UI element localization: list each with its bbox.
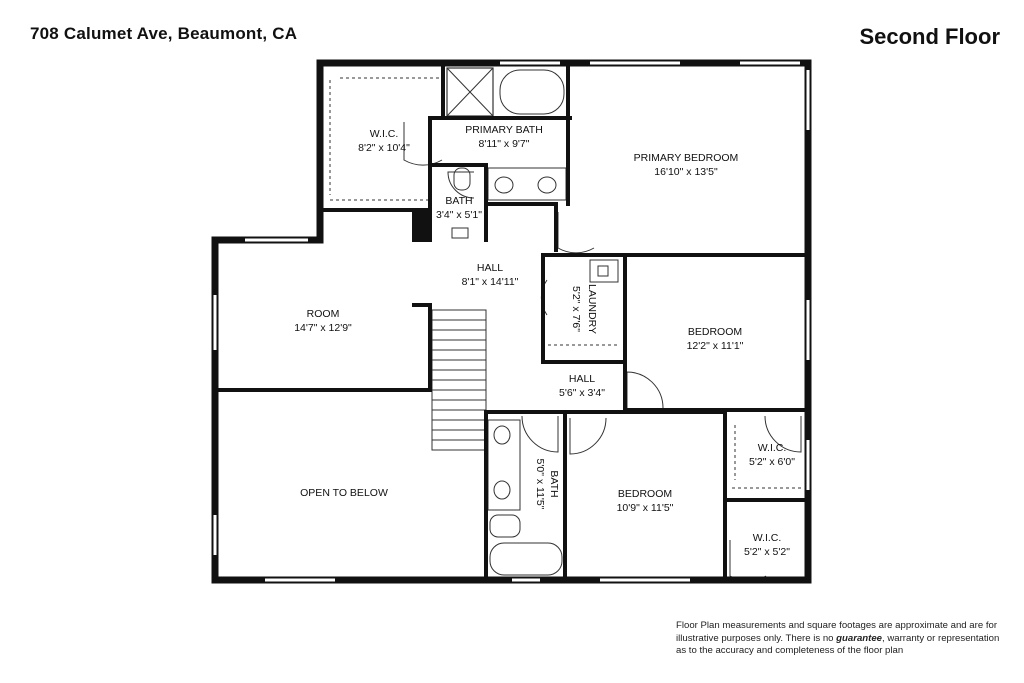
- room-name-primary-bedroom: PRIMARY BEDROOM: [634, 152, 739, 164]
- room-name-small-bath: BATH: [445, 195, 472, 207]
- lower-sink-icon-2: [493, 480, 511, 500]
- door-icon-5: [626, 371, 664, 409]
- disclaimer-line-2: illustrative purposes only. There is no …: [676, 633, 1016, 646]
- door-icon-2: [447, 171, 475, 199]
- room-dims-small-bath: 3'4" x 5'1": [436, 209, 482, 221]
- sink-icon-3: [451, 227, 469, 239]
- room-dims-primary-bedroom: 16'10" x 13'5": [654, 166, 718, 178]
- room-name-bedroom-lower: BEDROOM: [618, 488, 672, 500]
- door-icon-7: [569, 417, 607, 455]
- wall-block: [412, 210, 430, 242]
- room-dims-hall-main: 8'1" x 14'11": [462, 276, 519, 288]
- lower-bathtub-icon: [489, 542, 563, 576]
- disclaimer: Floor Plan measurements and square foota…: [676, 620, 1016, 658]
- room-dims-primary-bath: 8'11" x 9'7": [479, 138, 530, 150]
- room-dims-room: 14'7" x 12'9": [294, 322, 352, 334]
- disclaimer-line-3: as to the accuracy and completeness of t…: [676, 645, 904, 656]
- toilet-icon: [453, 167, 471, 191]
- shower-cross-2: [446, 67, 494, 117]
- room-name-hall-small: HALL: [569, 373, 595, 385]
- door-icon-3: [557, 212, 595, 254]
- room-dims-wic-bottom: 5'2" x 5'2": [744, 546, 790, 558]
- vanity-icon: [487, 167, 567, 201]
- laundry-basin-icon: [597, 265, 609, 277]
- disclaimer-line-2c: , warranty or representation: [882, 632, 1000, 644]
- room-name-wic-top: W.I.C.: [370, 128, 399, 140]
- room-name-bath-lower: BATH: [548, 470, 560, 497]
- room-dims-bedroom-right: 12'2" x 11'1": [687, 340, 744, 352]
- room-name-hall-main: HALL: [477, 262, 503, 274]
- lower-vanity-icon: [487, 419, 521, 511]
- door-icon-6: [521, 415, 559, 453]
- lower-toilet-icon: [489, 514, 521, 538]
- room-dims-bath-lower: 5'0" x 11'5": [534, 459, 546, 510]
- laundry-sink-icon: [589, 259, 619, 283]
- door-icon: [403, 122, 443, 166]
- disclaimer-line-2a: illustrative purposes only. There is no: [676, 632, 837, 644]
- room-dims-bedroom-lower: 10'9" x 11'5": [617, 502, 674, 514]
- room-name-primary-bath: PRIMARY BATH: [465, 124, 543, 136]
- room-name-laundry: LAUNDRY: [586, 284, 598, 334]
- bathtub-icon: [499, 69, 565, 115]
- room-name-open-to-below: OPEN TO BELOW: [300, 487, 388, 499]
- door-icon-8: [764, 415, 802, 453]
- room-dims-wic-top: 8'2" x 10'4": [358, 142, 410, 154]
- room-labels: W.I.C. 8'2" x 10'4" PRIMARY BATH 8'11" x…: [294, 124, 795, 558]
- floor-label: Second Floor: [859, 24, 1000, 49]
- fixtures: [329, 67, 802, 576]
- window-lines: [212, 60, 811, 583]
- room-dims-wic-right: 5'2" x 6'0": [749, 456, 795, 468]
- sink-icon: [494, 176, 514, 194]
- disclaimer-line-1: Floor Plan measurements and square foota…: [676, 620, 998, 631]
- windows: [213, 61, 810, 582]
- sink-icon-2: [537, 176, 557, 194]
- property-address: 708 Calumet Ave, Beaumont, CA: [30, 24, 298, 43]
- disclaimer-guarantee: guarantee: [836, 632, 883, 644]
- room-name-wic-bottom: W.I.C.: [753, 532, 782, 544]
- lower-sink-icon: [493, 425, 511, 445]
- room-dims-laundry: 5'2" x 7'6": [570, 286, 582, 332]
- room-name-room: ROOM: [307, 308, 340, 320]
- room-name-bedroom-right: BEDROOM: [688, 326, 742, 338]
- room-dims-hall-small: 5'6" x 3'4": [559, 387, 605, 399]
- room-name-wic-right: W.I.C.: [758, 442, 787, 454]
- staircase: [431, 309, 487, 451]
